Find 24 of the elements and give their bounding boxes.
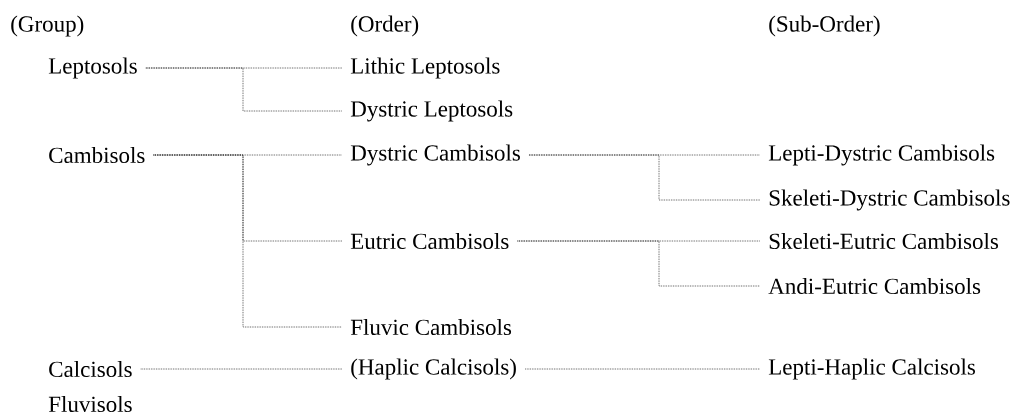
soil-name: Dystric Cambisols	[350, 144, 520, 166]
connector-line	[153, 154, 343, 328]
soil-name: (Haplic Calcisols)	[351, 358, 516, 380]
connector-line	[145, 67, 343, 112]
column-heading: (Group)	[11, 15, 84, 37]
soil-name: Fluvic Cambisols	[350, 318, 512, 336]
column-heading: (Order)	[351, 15, 419, 37]
column-heading: (Sub-Order)	[769, 15, 880, 37]
soil-name: Skeleti-Dystric Cambisols	[769, 189, 1010, 211]
connector-line	[517, 240, 761, 287]
soil-name: Leptosols	[48, 57, 137, 79]
soil-name: Cambisols	[49, 146, 145, 164]
soil-name: Andi-Eutric Cambisols	[768, 277, 981, 295]
soil-name: Dystric Leptosols	[350, 100, 513, 122]
soil-name: Fluvisols	[48, 395, 132, 413]
connector-line	[524, 368, 761, 370]
soil-name: Skeleti-Eutric Cambisols	[769, 232, 999, 250]
soil-name: Lepti-Dystric Cambisols	[768, 144, 995, 166]
connector-line	[528, 154, 761, 201]
soil-name: Lithic Leptosols	[350, 57, 500, 79]
soil-name: Calcisols	[49, 360, 132, 378]
soil-name: Lepti-Haplic Calcisols	[768, 358, 975, 380]
soil-name: Eutric Cambisols	[350, 232, 509, 250]
connector-line	[140, 368, 343, 370]
